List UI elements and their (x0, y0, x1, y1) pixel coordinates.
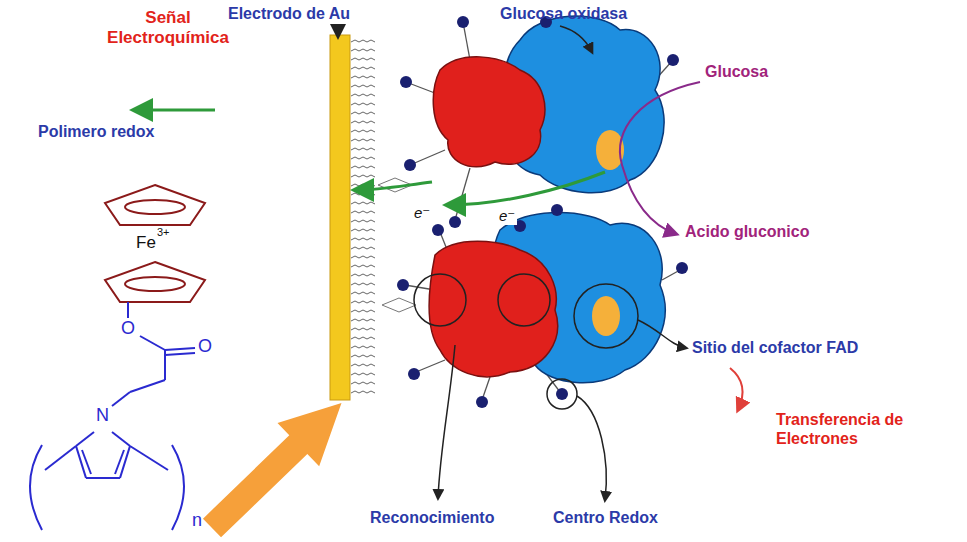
linker-symbol (382, 298, 416, 312)
redox-label: Centro Redox (553, 508, 703, 527)
pyrrole-ring (30, 432, 184, 530)
electron-label: e⁻ (412, 204, 432, 222)
charge-label: 3+ (157, 226, 187, 239)
monolayer-chain (351, 130, 375, 132)
monolayer-chain (351, 139, 375, 141)
monolayer-chain (351, 256, 375, 258)
monolayer-chain (351, 184, 375, 186)
product-label: Acido gluconico (685, 222, 865, 241)
monolayer-chain (351, 364, 375, 366)
monolayer-chain (351, 121, 375, 123)
monolayer-chain (351, 319, 375, 321)
electron-arrow (448, 172, 605, 205)
monolayer-chain (351, 301, 375, 303)
monolayer-chain (351, 355, 375, 357)
reaction-arrow (620, 82, 700, 234)
transfer-arrow (730, 368, 743, 410)
monolayer-chain (351, 112, 375, 114)
monolayer (351, 40, 375, 393)
atom-label: N (96, 405, 114, 427)
monolayer-chain (351, 67, 375, 69)
monolayer-chain (351, 274, 375, 276)
ferrocene (105, 185, 205, 302)
monolayer-chain (351, 193, 375, 195)
recognition-protein (433, 57, 545, 167)
monolayer-chain (351, 49, 375, 51)
recognition-protein (429, 241, 557, 377)
enzyme-label: Glucosa oxidasa (500, 4, 680, 23)
monolayer-chain (351, 58, 375, 60)
gold-electrode (330, 35, 350, 400)
monolayer-chain (351, 346, 375, 348)
substrate-label: Glucosa (705, 62, 825, 81)
monolayer-chain (351, 247, 375, 249)
monolayer-chain (351, 166, 375, 168)
electron-label: e⁻ (497, 207, 517, 225)
monolayer-chain (351, 202, 375, 204)
monolayer-chain (351, 220, 375, 222)
monolayer-chain (351, 373, 375, 375)
annotation-circles (414, 274, 638, 409)
monolayer-chain (351, 76, 375, 78)
linker-chain (112, 302, 195, 406)
monolayer-chain (351, 337, 375, 339)
fad-site (592, 296, 620, 336)
transfer-label: Transferencia de Electrones (776, 410, 946, 448)
recognition-label: Reconocimiento (370, 508, 540, 527)
monolayer-chain (351, 265, 375, 267)
monolayer-chain (351, 94, 375, 96)
atom-label: O (198, 336, 216, 358)
electron-arrow (356, 182, 432, 190)
monolayer-chain (351, 238, 375, 240)
electrode-label: Electrodo de Au (228, 4, 388, 23)
leader-arrows (438, 26, 686, 500)
monolayer-chain (351, 211, 375, 213)
orange-arrow (191, 381, 362, 542)
monolayer-chain (351, 157, 375, 159)
monolayer-chain (351, 283, 375, 285)
atom-label: O (121, 318, 139, 340)
polymer-label: Polimero redox (38, 122, 228, 141)
monolayer-chain (351, 292, 375, 294)
cofactor-label: Sitio del cofactor FAD (692, 338, 932, 357)
leader-arrow (337, 24, 339, 36)
monolayer-chain (351, 40, 375, 42)
repeat-index: n (192, 510, 210, 532)
monolayer-chain (351, 85, 375, 87)
monolayer-chain (351, 148, 375, 150)
monolayer-chain (351, 229, 375, 231)
monolayer-chain (351, 391, 375, 393)
monolayer-chain (351, 175, 375, 177)
monolayer-chain (351, 328, 375, 330)
monolayer-chain (351, 382, 375, 384)
signal-arrow (135, 109, 215, 112)
monolayer-chain (351, 103, 375, 105)
monolayer-chain (351, 310, 375, 312)
signal-title: Señal Electroquímica (98, 8, 238, 49)
